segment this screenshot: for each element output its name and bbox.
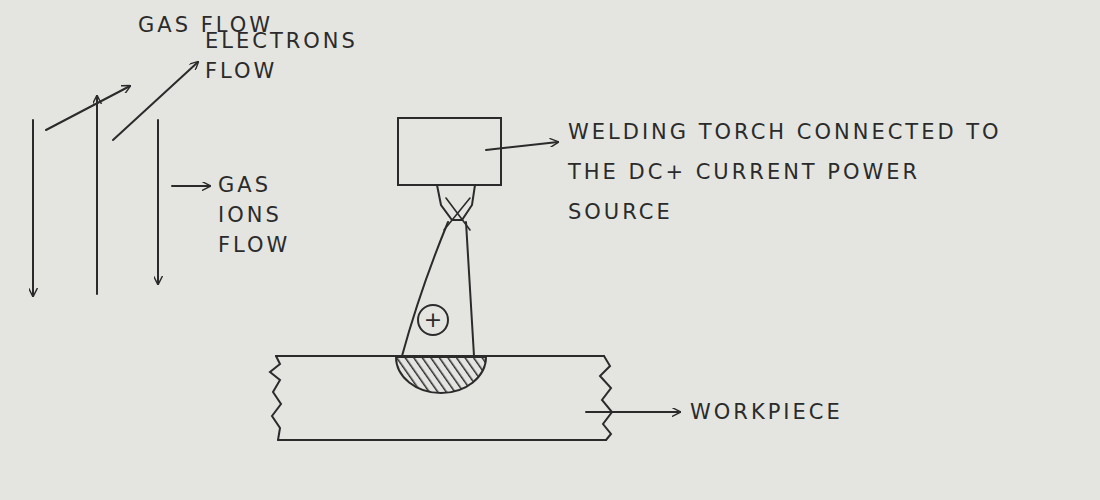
electron-flow-arrow — [96, 96, 98, 294]
symbol-text: + — [424, 309, 442, 331]
break-line — [270, 356, 281, 440]
flow-label: ELECTRONS FLOW — [205, 26, 380, 86]
gas-flow-arrow — [32, 120, 34, 296]
positive-charge-symbol: + — [417, 304, 449, 336]
leader-line — [113, 62, 198, 140]
arc-cone — [402, 222, 448, 356]
torch-label: WELDING TORCH CONNECTED TO THE DC+ CURRE… — [568, 112, 1020, 232]
arc-cone — [466, 222, 474, 356]
part-label: WORKPIECE — [690, 397, 950, 427]
break-line — [600, 356, 612, 440]
flow-label: GAS IONS FLOW — [218, 170, 308, 260]
ion-flow-arrow — [157, 120, 159, 284]
workpiece-plate — [276, 356, 606, 440]
weld-pool — [396, 357, 486, 393]
leader-line — [486, 142, 558, 150]
leader-line — [46, 86, 130, 130]
torch-body — [398, 118, 501, 185]
leader-line — [586, 411, 680, 413]
leader-line — [172, 185, 210, 187]
